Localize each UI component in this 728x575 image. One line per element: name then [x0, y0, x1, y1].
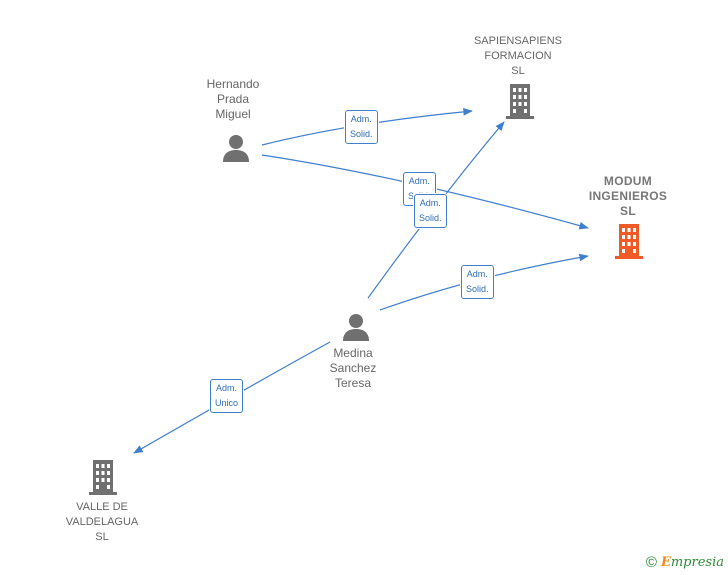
person-icon[interactable] — [221, 133, 251, 163]
edge-label-hernando-sapiens[interactable]: Adm. Solid. — [345, 110, 378, 144]
edge-label-medina-valle[interactable]: Adm. Unico — [210, 379, 244, 413]
building-icon[interactable] — [504, 84, 536, 120]
logo-initial: E — [660, 555, 671, 570]
node-label-modum[interactable]: MODUM INGENIEROS SL — [588, 174, 668, 218]
building-icon-focus[interactable] — [613, 224, 645, 260]
edge-label-medina-sapiens[interactable]: Adm. Solid. — [414, 194, 447, 228]
logo-text: mpresia — [670, 555, 724, 570]
node-label-medina[interactable]: Medina Sanchez Teresa — [329, 346, 377, 390]
copyright-icon: © — [645, 554, 657, 571]
node-label-sapiensapiens[interactable]: SAPIENSAPIENS FORMACION SL — [473, 35, 563, 77]
empresia-logo: Empresia — [661, 555, 724, 570]
edge-label-medina-modum[interactable]: Adm. Solid. — [461, 265, 494, 299]
footer-brand: © Empresia — [646, 554, 724, 571]
building-icon[interactable] — [87, 460, 119, 496]
node-label-valle[interactable]: VALLE DE VALDELAGUA SL — [65, 501, 139, 543]
node-label-hernando[interactable]: Hernando Prada Miguel — [206, 77, 260, 121]
person-icon[interactable] — [341, 312, 371, 342]
